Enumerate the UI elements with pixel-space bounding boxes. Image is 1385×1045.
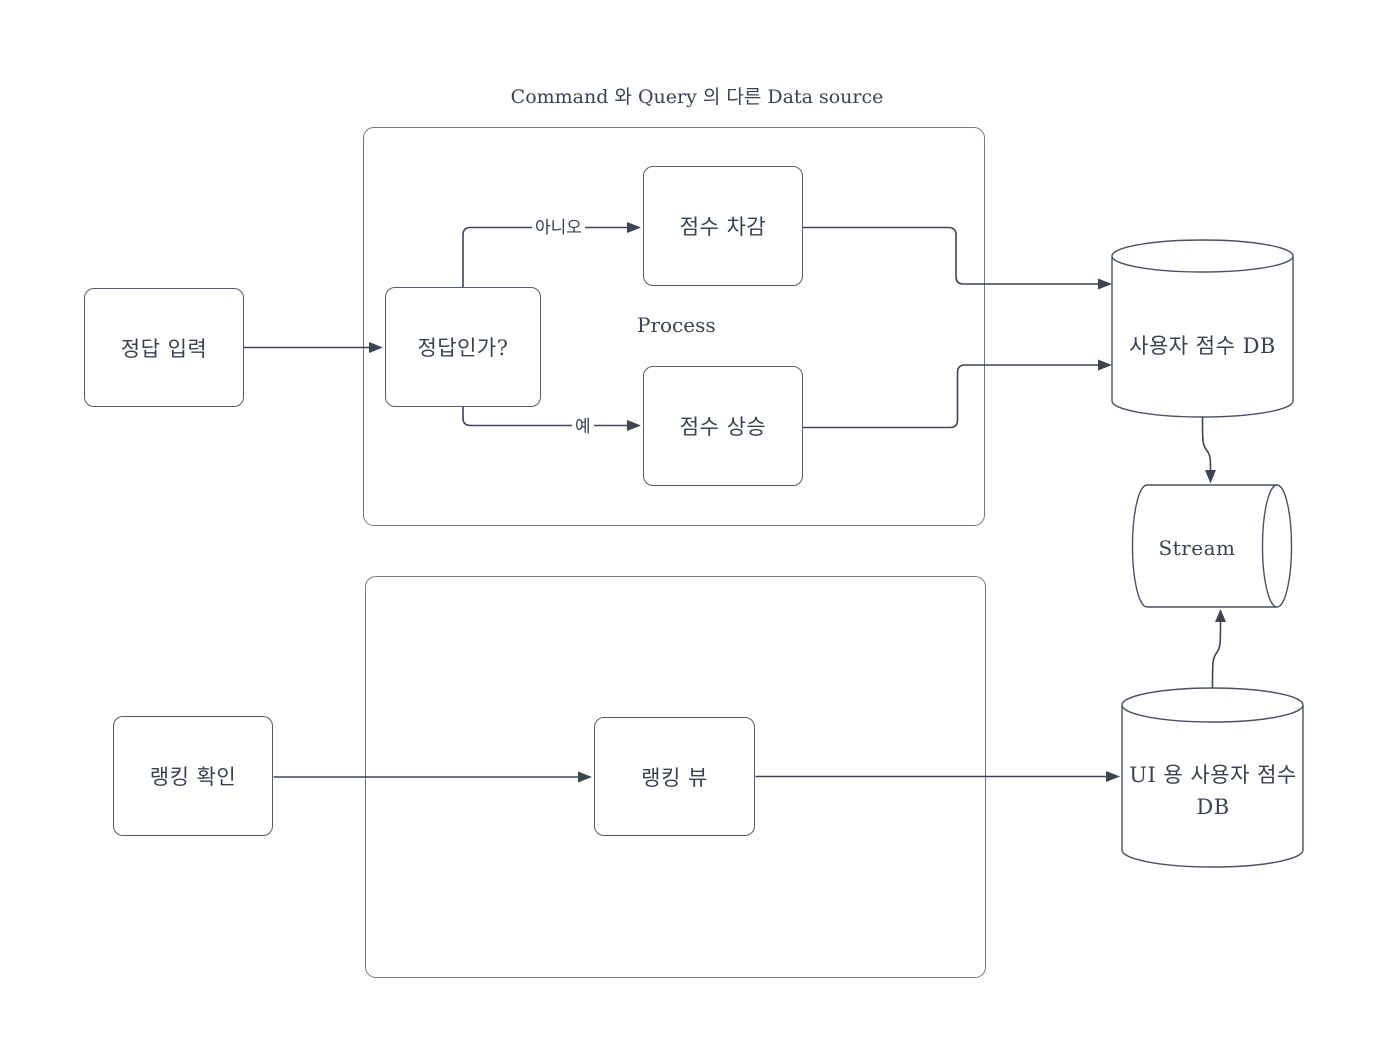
edge-no-to-score-decrease [462, 226, 627, 288]
process-group-label: Process [637, 313, 716, 337]
diagram-title: Command 와 Query 의 다른 Data source [510, 86, 884, 108]
stream-cylinder[interactable] [1131, 484, 1278, 608]
arrowhead-into-score-decrease [627, 222, 641, 233]
edge-score-decrease-to-user-db [803, 226, 1098, 285]
process-group-box[interactable] [363, 127, 985, 526]
stream-cylinder-end [1261, 484, 1293, 608]
node-ranking-check-label: 랭킹 확인 [149, 765, 237, 789]
node-ranking-check[interactable]: 랭킹 확인 [113, 716, 273, 836]
node-score-decrease-label: 점수 차감 [679, 215, 767, 239]
arrowhead-up-into-stream [1215, 609, 1226, 622]
edge-score-increase-to-user-db [803, 364, 1098, 429]
node-ranking-view[interactable]: 랭킹 뷰 [594, 717, 755, 836]
node-answer-input[interactable]: 정답 입력 [84, 288, 244, 407]
stream-label: Stream [1158, 536, 1236, 560]
edge-label-no: 아니오 [532, 213, 585, 238]
arrowhead-into-score-increase [627, 420, 641, 431]
ui-user-score-db-cylinder-top [1121, 687, 1304, 723]
edge-ui-db-to-stream [1211, 621, 1222, 689]
ui-user-score-db-cylinder[interactable] [1121, 705, 1304, 868]
arrowhead-into-ranking-view [578, 771, 592, 783]
edge-label-yes: 예 [572, 412, 594, 437]
user-score-db-label: 사용자 점수 DB [1129, 334, 1276, 358]
user-score-db-cylinder-top [1111, 239, 1294, 273]
node-ranking-view-label: 랭킹 뷰 [641, 765, 708, 790]
user-score-db-cylinder[interactable] [1111, 256, 1294, 418]
edge-yes-to-score-increase [462, 407, 627, 427]
arrowhead-lower-into-user-db [1098, 359, 1112, 371]
node-score-increase[interactable]: 점수 상승 [643, 366, 803, 486]
arrowhead-into-ui-db [1106, 771, 1120, 782]
arrowhead-into-is-correct [369, 342, 383, 353]
node-is-correct[interactable]: 정답인가? [385, 287, 541, 407]
ui-user-score-db-label: UI 용 사용자 점수 DB [1129, 763, 1297, 819]
node-score-increase-label: 점수 상승 [679, 415, 767, 439]
edge-user-db-to-stream [1201, 416, 1212, 471]
arrowhead-down-into-stream [1205, 470, 1216, 484]
node-answer-input-label: 정답 입력 [120, 336, 208, 361]
node-score-decrease[interactable]: 점수 차감 [643, 166, 803, 286]
arrowhead-upper-into-user-db [1098, 278, 1112, 290]
node-is-correct-label: 정답인가? [417, 336, 509, 360]
